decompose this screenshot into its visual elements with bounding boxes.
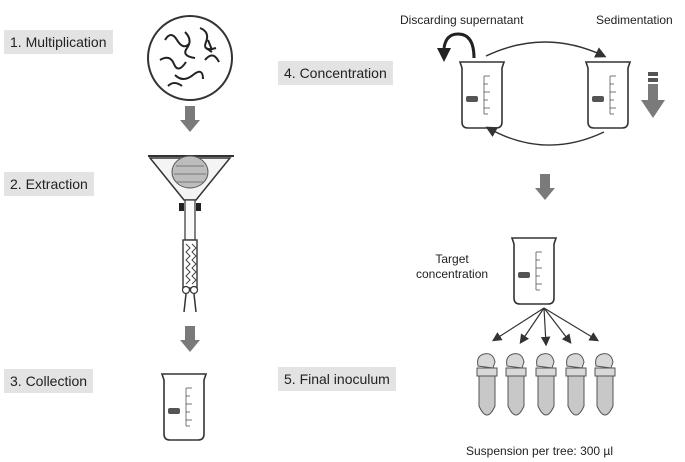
target-note-line1: Target — [435, 252, 469, 266]
microtube-icon — [565, 353, 587, 416]
sedimentation-arrow-icon — [641, 72, 665, 118]
microtube-icon — [535, 353, 557, 416]
down-arrow-icon — [180, 326, 200, 352]
concentration-beaker-right-icon — [585, 61, 631, 129]
step-extraction-label: 2. Extraction — [4, 172, 94, 196]
down-arrow-icon — [535, 174, 555, 200]
microtube-icon — [476, 353, 498, 416]
step-multiplication-label: 1. Multiplication — [4, 30, 113, 54]
sedimentation-note: Sedimentation — [596, 13, 673, 27]
target-note-line2: concentration — [416, 267, 489, 281]
microtube-icon — [505, 353, 527, 416]
extraction-funnel-icon — [148, 155, 234, 313]
collection-beaker-icon — [161, 373, 207, 441]
target-beaker-icon — [511, 237, 557, 305]
distribution-arrows — [491, 307, 600, 347]
discard-curved-arrow-icon — [442, 32, 476, 59]
discarding-supernatant-note: Discarding supernatant — [400, 13, 524, 27]
suspension-per-tree-note: Suspension per tree: 300 µl — [466, 444, 614, 458]
down-arrow-icon — [180, 106, 200, 132]
step-collection-label: 3. Collection — [4, 369, 94, 393]
cycle-arrow-top — [485, 41, 607, 58]
step-final-inoculum-label: 5. Final inoculum — [278, 367, 396, 391]
cycle-arrow-bottom — [485, 126, 605, 146]
concentration-beaker-left-icon — [459, 61, 505, 129]
microtube-icon — [594, 353, 616, 416]
target-concentration-note: Target concentration — [416, 252, 488, 282]
discard-arrowhead-icon — [437, 48, 451, 62]
step-concentration-label: 4. Concentration — [278, 61, 393, 85]
petri-dish-icon — [147, 15, 233, 101]
